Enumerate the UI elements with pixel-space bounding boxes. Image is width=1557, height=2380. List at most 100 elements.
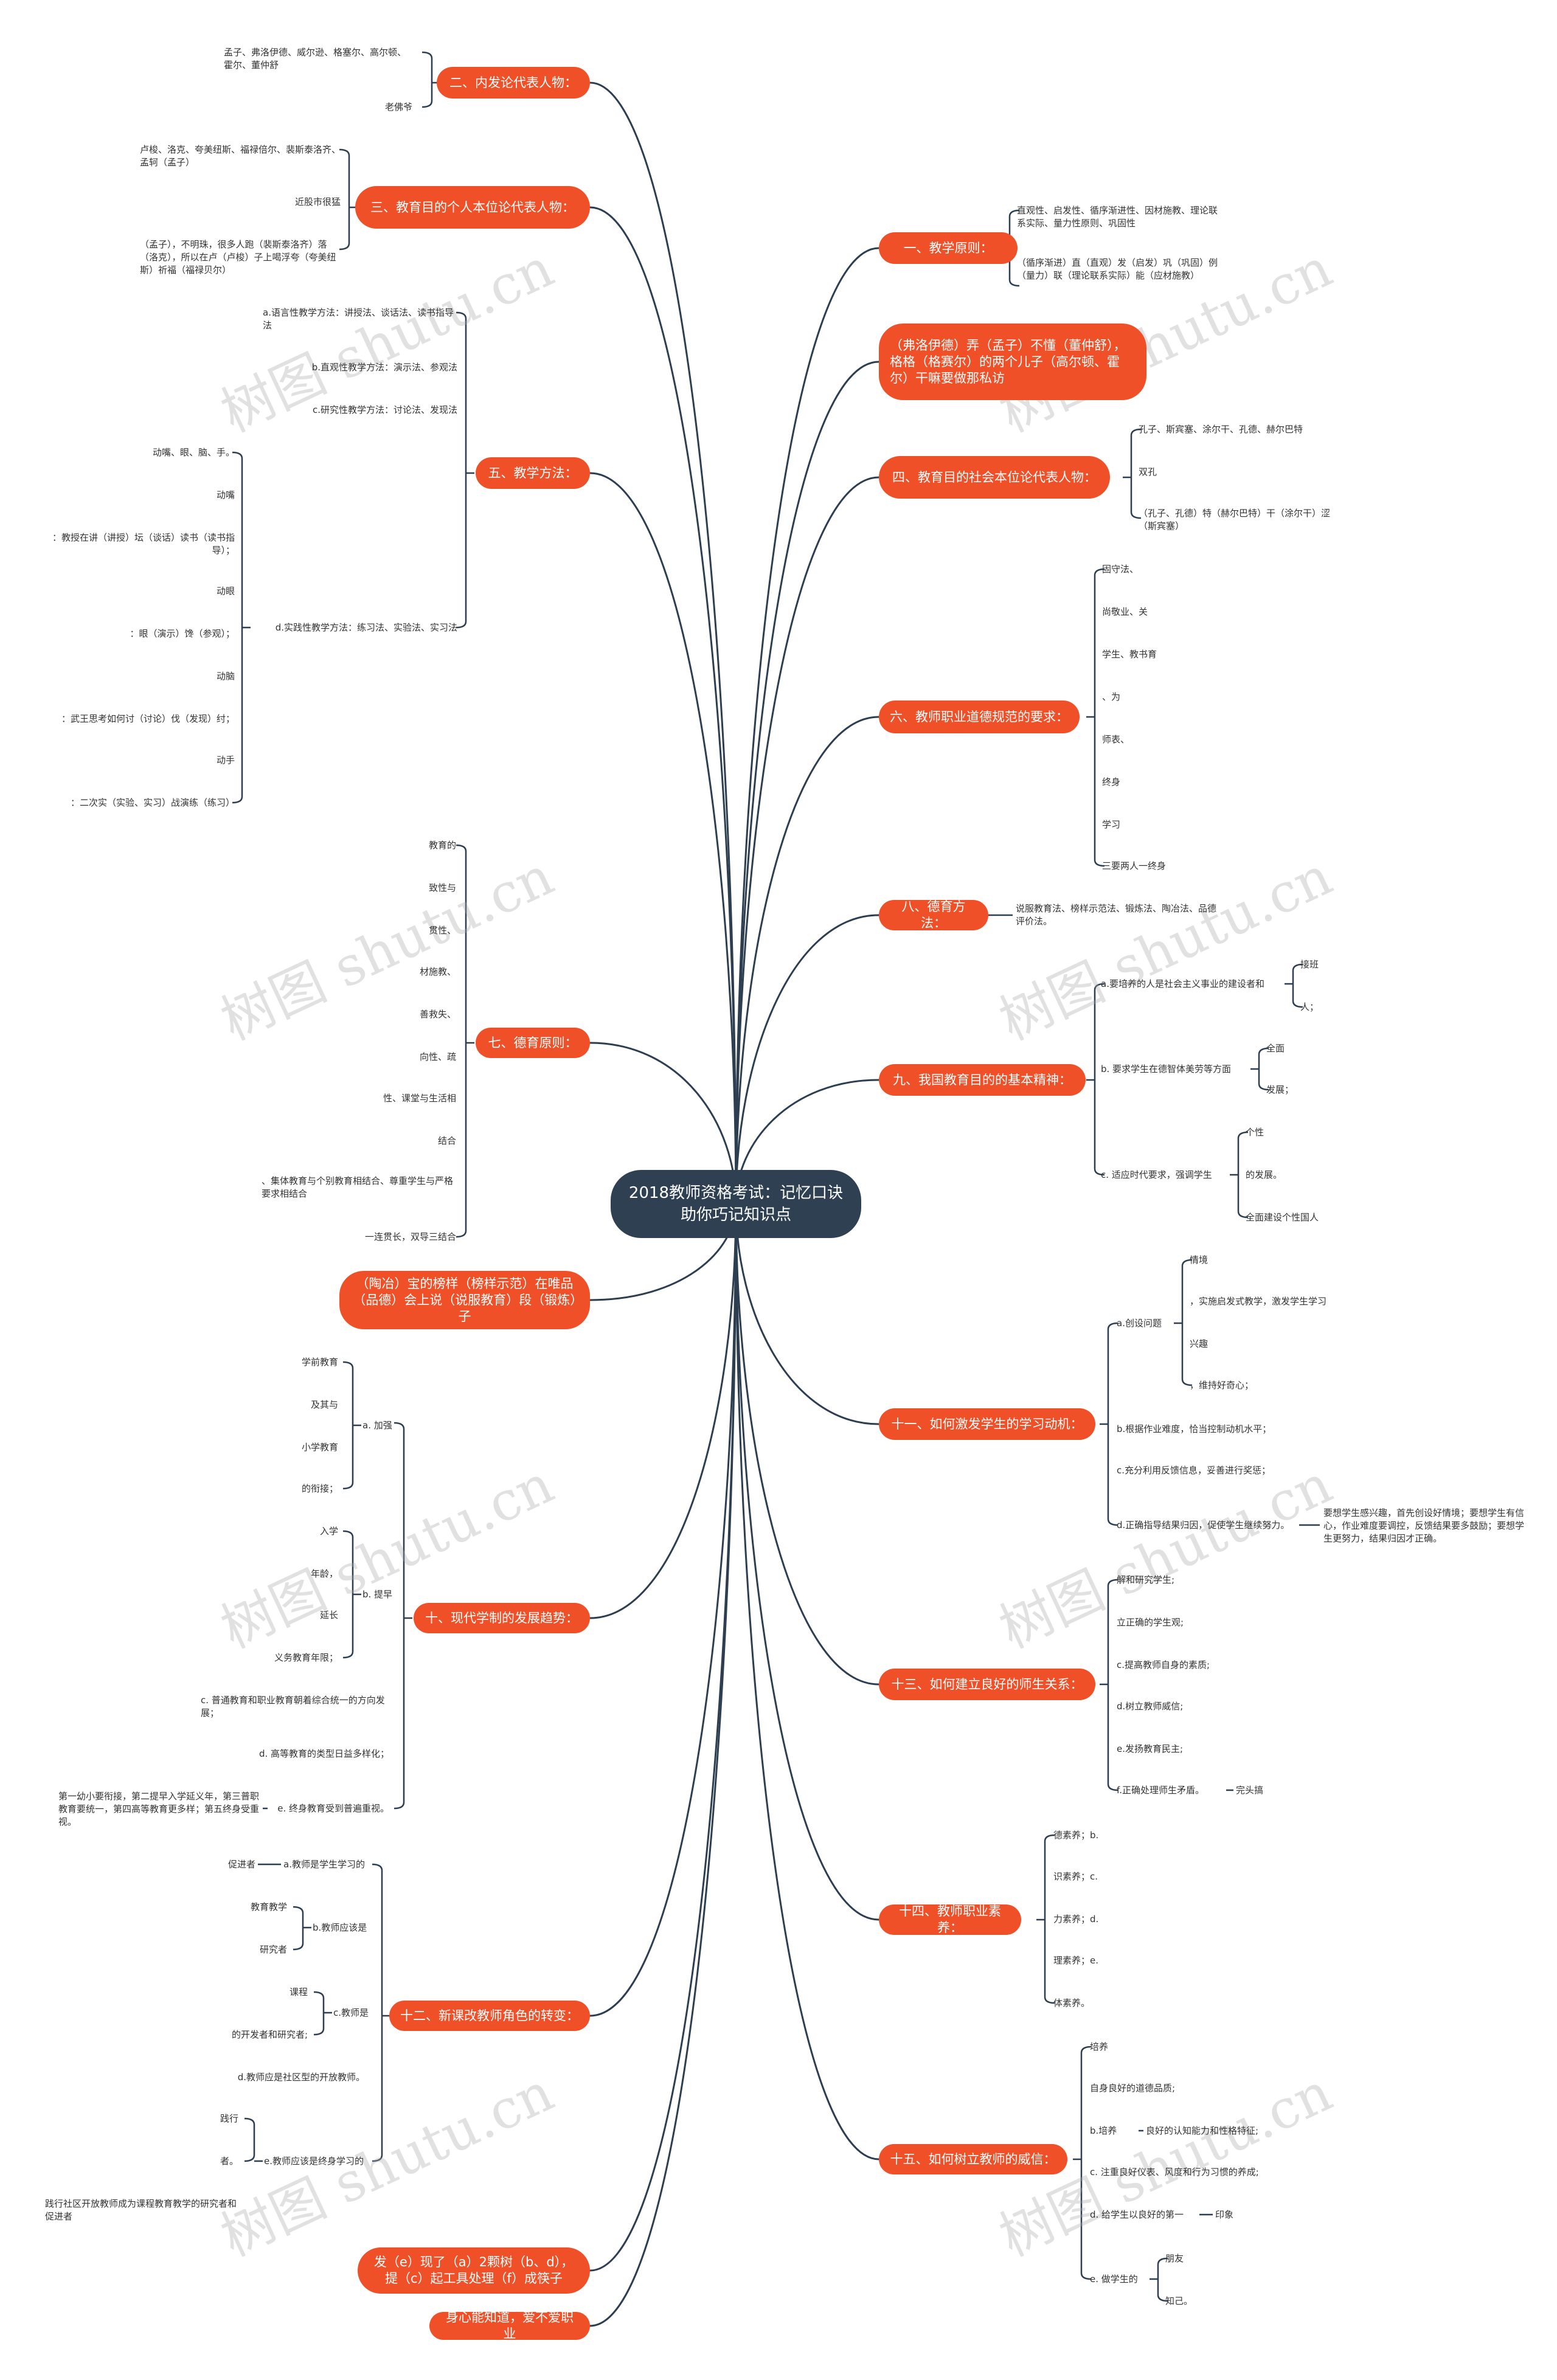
leaf-r4-item: 固守法、 [1102, 564, 1139, 575]
leaf-r9-item: 识素养；c. [1053, 1871, 1098, 1882]
leaf-r8-item: 立正确的学生观; [1117, 1617, 1184, 1628]
leaf-l6-a-sub: 的衔接； [301, 1483, 338, 1494]
leaf-r4-item: 学生、教书育 [1102, 649, 1157, 660]
leaf-r3-short: 双孔 [1139, 466, 1157, 477]
connector-bracket [1181, 1259, 1193, 1386]
leaf-l3-d-sub: 动嘴、眼、脑、手。 [152, 447, 235, 458]
root-topic[interactable]: 2018教师资格考试：记忆口诀助你巧记知识点 [611, 1170, 861, 1238]
leaf-l4-item: 教育的 [428, 840, 456, 851]
leaf-r9-item: 理素养；e. [1053, 1955, 1098, 1966]
leaf-r7-a: a.创设问题 [1117, 1318, 1162, 1329]
leaf-l3-d-sub: 动眼 [216, 586, 235, 597]
leaf-r6-c-sub: 个性 [1246, 1127, 1264, 1138]
leaf-l7-e-note: 践行社区开放教师成为课程教育教学的研究者和促进者 [45, 2198, 237, 2222]
leaf-r10-e-sub: 知己。 [1165, 2295, 1193, 2306]
leaf-l1-people: 孟子、弗洛伊德、威尔逊、格塞尔、高尔顿、霍尔、董仲舒 [224, 47, 407, 71]
leaf-r10-item: d. 给学生以良好的第一 [1090, 2209, 1184, 2220]
leaf-r6-a-sub: 人； [1300, 1001, 1319, 1012]
leaf-l1-mnemonic: 老佛爷 [384, 102, 412, 112]
leaf-l2-mnemonic: （孟子），不明珠，很多人跑（裴斯泰洛齐）落（洛克），所以在卢（卢梭）子上喝浮夸（… [140, 239, 336, 275]
branch-school-system-trends[interactable]: 十、现代学制的发展趋势： [414, 1603, 590, 1633]
leaf-l6-a-sub: 学前教育 [301, 1357, 338, 1368]
leaf-l4-item: 向性、疏 [419, 1051, 456, 1062]
connector-root-branch [735, 1203, 879, 2160]
leaf-l7-e-sub: 践行 [220, 2113, 238, 2124]
connector-bracket [342, 1361, 354, 1490]
leaf-r4-item: 学习 [1102, 819, 1121, 830]
branch-teacher-ethics[interactable]: 六、教师职业道德规范的要求： [879, 701, 1080, 733]
leaf-l4-item: 性、课堂与生活相 [383, 1093, 456, 1104]
connector-root-branch [735, 1203, 879, 1921]
leaf-r8-note: 完头搞 [1236, 1785, 1264, 1796]
leaf-l6-a-sub: 及其与 [310, 1399, 338, 1410]
leaf-l3-d-sub: ：教授在讲（讲授）坛（谈话）读书（读书指导）； [52, 532, 235, 556]
branch-teacher-prestige[interactable]: 十五、如何树立教师的威信： [879, 2144, 1067, 2174]
leaf-l3-d-sub: ：武王思考如何讨（讨论）伐（发现）纣； [61, 713, 235, 724]
connector-bracket [339, 148, 350, 251]
leaf-l3-d-sub: 动嘴 [216, 489, 235, 500]
connector-bracket [394, 1422, 405, 1810]
leaf-r10-item: c. 注重良好仪表、风度和行为习惯的养成; [1090, 2167, 1259, 2178]
leaf-r8-item: c.提高教师自身的素质; [1117, 1659, 1210, 1670]
leaf-l6-b-sub: 延长 [319, 1610, 338, 1621]
leaf-l7-d: d.教师应是社区型的开放教师。 [237, 2072, 365, 2083]
leaf-r3-mnemonic: （孔子、孔德）特（赫尔巴特）干（涂尔干）涩（斯宾塞） [1139, 508, 1331, 531]
branch-mnemonic-moral-methods[interactable]: （陶冶）宝的榜样（榜样示范）在唯品（品德）会上说（说服教育）段（锻炼）子 [339, 1271, 590, 1329]
leaf-r10-item: e. 做学生的 [1090, 2274, 1138, 2285]
branch-social-standard-theory[interactable]: 四、教育目的社会本位论代表人物： [879, 456, 1110, 499]
leaf-r4-item: 终身 [1102, 777, 1121, 787]
leaf-l4-summary: 一连贯长，双导三结合 [364, 1231, 456, 1242]
branch-innate-theory[interactable]: 二、内发论代表人物： [437, 67, 590, 99]
leaf-l6-b-sub: 义务教育年限； [274, 1652, 338, 1663]
leaf-l3-d-sub: 动手 [216, 755, 235, 766]
branch-teacher-role-change[interactable]: 十二、新课改教师角色的转变： [389, 2001, 590, 2031]
connector-root-branch [589, 472, 737, 1205]
leaf-l6-e: e. 终身教育受到普遍重视。 [277, 1803, 389, 1814]
leaf-l7-c-sub: 的开发者和研究者; [231, 2029, 308, 2040]
connector-root-branch [735, 914, 879, 1205]
connector-bracket [1094, 983, 1105, 1176]
branch-education-aim-spirit[interactable]: 九、我国教育目的的基本精神： [879, 1064, 1086, 1096]
leaf-r3-people: 孔子、斯宾塞、涂尔干、孔德、赫尔巴特 [1139, 424, 1303, 435]
leaf-r1-mnemonic: （循序渐进）直（直观）发（启发）巩（巩固）例（量力）联（理论联系实际）能（应材施… [1017, 257, 1218, 281]
leaf-l6-b: b. 提早 [362, 1589, 393, 1600]
branch-teacher-literacy[interactable]: 十四、教师职业素养： [879, 1904, 1021, 1935]
branch-teaching-principles[interactable]: 一、教学原则： [879, 232, 1018, 264]
leaf-r8-item: f.正确处理师生矛盾。 [1117, 1785, 1204, 1796]
leaf-l3-d-sub: ：二次实（实验、实习）战演练（练习） [70, 797, 235, 808]
connector-bracket [244, 2117, 255, 2162]
leaf-r10-d-note: 印象 [1215, 2209, 1234, 2220]
connector-bracket [456, 311, 467, 629]
leaf-l7-c: c.教师是 [333, 2007, 369, 2018]
branch-learning-motivation[interactable]: 十一、如何激发学生的学习动机： [879, 1408, 1095, 1440]
leaf-l6-b-sub: 入学 [319, 1526, 338, 1537]
branch-mnemonic-literacy[interactable]: 身心能知道，爱不爱职业 [429, 2310, 590, 2341]
connector-bracket [1292, 963, 1303, 1008]
branch-individual-standard-theory[interactable]: 三、教育目的个人本位论代表人物： [355, 186, 590, 229]
connector-root-branch [735, 476, 879, 1205]
leaf-r8-item: e.发扬教育民主; [1117, 1743, 1184, 1754]
leaf-l3-a: a.语言性教学方法：讲授法、谈话法、读书指导法 [263, 307, 454, 331]
branch-teaching-methods[interactable]: 五、教学方法： [476, 457, 590, 489]
connector-bracket [1130, 428, 1142, 519]
leaf-r9-item: 力素养；d. [1053, 1914, 1099, 1925]
branch-mnemonic-innate-theory[interactable]: （弗洛伊德）弄（孟子）不懂（董仲舒），格格（格赛尔）的两个儿子（高尔顿、霍尔）干… [879, 323, 1146, 400]
branch-teacher-student-relations[interactable]: 十三、如何建立良好的师生关系： [879, 1669, 1095, 1700]
leaf-l7-e-sub: 者。 [220, 2156, 238, 2167]
branch-mnemonic-teacher-role[interactable]: 发（e）现了（a）2颗树（b、d），提（c）起工具处理（f）成筷子 [358, 2247, 590, 2294]
branch-moral-education-methods[interactable]: 八、德育方法： [879, 899, 988, 930]
branch-moral-education-principles[interactable]: 七、德育原则： [476, 1028, 590, 1058]
connector-root-branch [735, 1203, 879, 1686]
leaf-r9-item: 德素养；b. [1053, 1830, 1099, 1841]
leaf-l2-people: 卢梭、洛克、夸美纽斯、福禄倍尔、裴斯泰洛齐、孟轲（孟子） [140, 144, 341, 168]
leaf-r6-a: a.要培养的人是社会主义事业的建设者和 [1101, 978, 1264, 989]
leaf-r6-b: b. 要求学生在德智体美劳等方面 [1101, 1064, 1232, 1074]
leaf-l7-b-sub: 研究者 [259, 1944, 287, 1955]
leaf-l7-e: e.教师应该是终身学习的 [264, 2156, 364, 2167]
leaf-r6-b-sub: 发展； [1266, 1084, 1294, 1095]
leaf-l4-item: 善救失、 [419, 1009, 456, 1020]
leaf-r7-a-sub: ，实施启发式教学，激发学生学习 [1190, 1296, 1327, 1307]
connector-bracket [456, 844, 467, 1238]
leaf-l7-a-note: 促进者 [227, 1859, 255, 1870]
leaf-r6-c: c. 适应时代要求，强调学生 [1101, 1169, 1212, 1180]
